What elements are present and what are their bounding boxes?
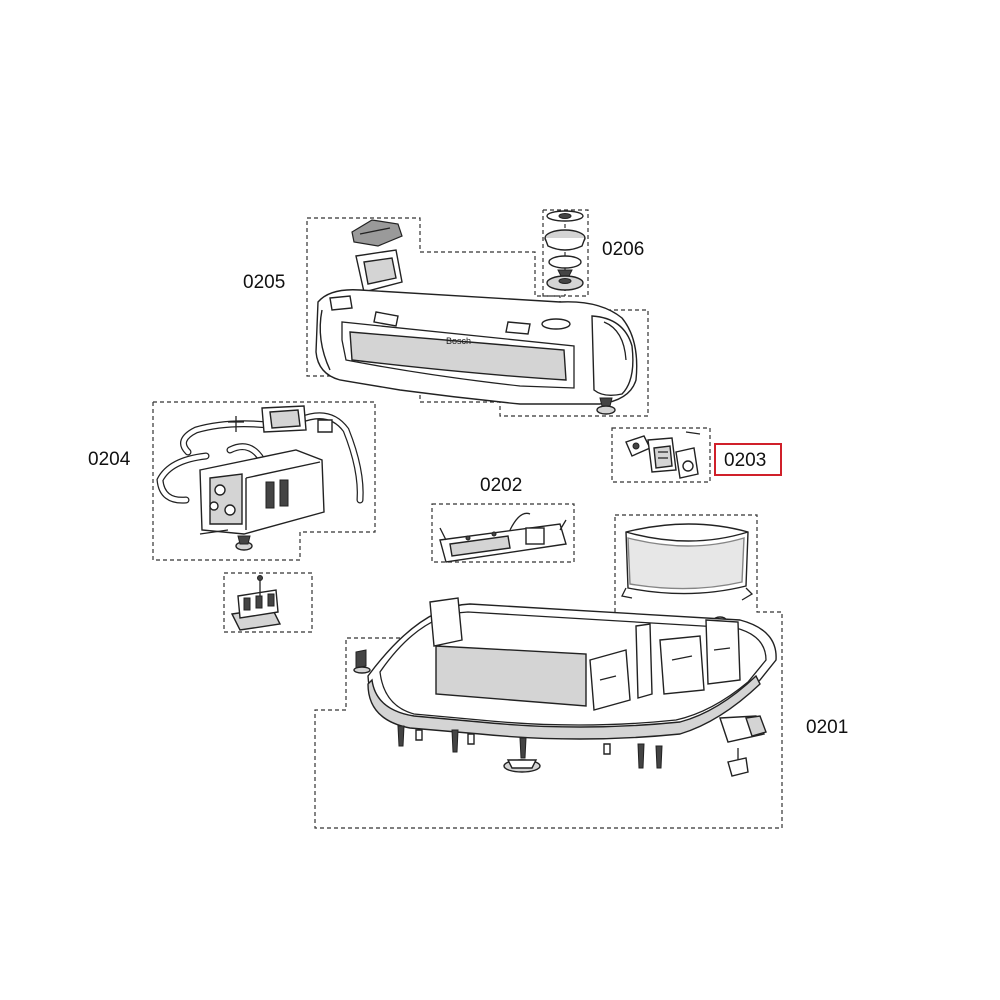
callout-0203: 0203 <box>724 450 767 471</box>
part-0202-control-board <box>431 503 575 563</box>
callout-0206[interactable]: 0206 <box>602 239 645 260</box>
lid-brand-mark: Bosch <box>446 336 471 346</box>
callout-0204[interactable]: 0204 <box>88 449 131 470</box>
callout-0202[interactable]: 0202 <box>480 475 523 496</box>
callout-0201[interactable]: 0201 <box>806 717 849 738</box>
callout-0203-highlight[interactable]: 0203 <box>714 443 782 476</box>
part-0204-pump-assembly <box>152 401 376 561</box>
part-0201-base-housing <box>314 514 783 829</box>
part-0203-bracket <box>611 427 711 483</box>
part-0206-valve-stack <box>542 209 589 297</box>
callout-0205[interactable]: 0205 <box>243 272 286 293</box>
part-terminal-block <box>223 572 313 633</box>
part-0205-lid: Bosch <box>306 217 649 417</box>
